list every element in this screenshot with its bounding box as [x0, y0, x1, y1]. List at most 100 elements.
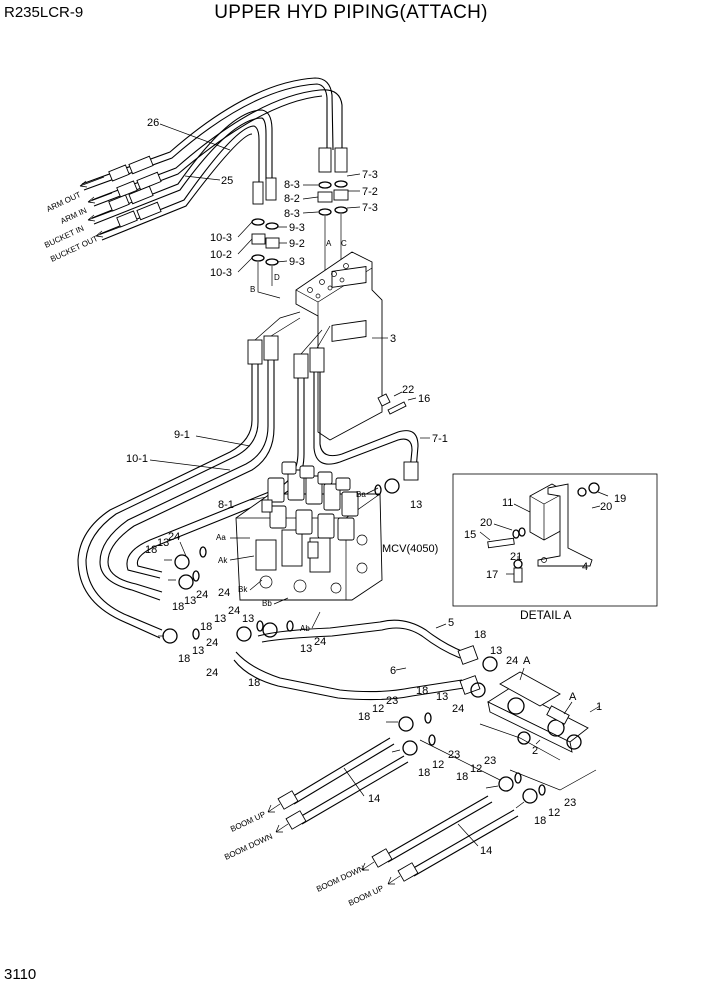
callout-7-3a: 7-3 — [362, 169, 378, 181]
callout-18i: 18 — [474, 629, 486, 641]
port-label-boom-down-left: BOOM DOWN — [223, 832, 274, 862]
callout-13i: 13 — [490, 645, 502, 657]
callout-18h: 18 — [248, 677, 260, 689]
hose-boom-down-right — [371, 795, 493, 868]
hose-9-1 — [99, 356, 275, 601]
model-number: R235LCR-9 — [4, 4, 84, 21]
port-arrows-left — [79, 176, 121, 238]
flanges-boom — [386, 712, 546, 809]
callout-8-1: 8-1 — [218, 499, 234, 511]
valve-port-aa: Aa — [216, 533, 226, 542]
view-mark-a-right: A — [569, 691, 577, 703]
callout-12c: 12 — [470, 763, 482, 775]
callout-24j: 24 — [452, 703, 464, 715]
callout-24a: 24 — [168, 531, 180, 543]
callout-20a: 20 — [600, 501, 612, 513]
hose-boom-down-left — [285, 755, 409, 830]
callout-7-2: 7-2 — [362, 186, 378, 198]
hose-boom-up-left — [277, 737, 395, 810]
callout-26: 26 — [147, 117, 159, 129]
callout-18d: 18 — [200, 621, 212, 633]
callout-14a: 14 — [368, 793, 380, 805]
callout-10-2: 10-2 — [210, 249, 232, 261]
callout-13e: 13 — [242, 613, 254, 625]
callout-13b: 13 — [184, 595, 196, 607]
callout-13g: 13 — [410, 499, 422, 511]
hose-7-1 — [313, 372, 419, 471]
hose-boom-up-right — [397, 809, 519, 882]
callout-13j: 13 — [436, 691, 448, 703]
callout-21: 21 — [510, 551, 522, 563]
callout-9-2: 9-2 — [289, 238, 305, 250]
hose-bucket-in — [91, 109, 273, 225]
valve-port-ba: Ba — [356, 490, 366, 499]
fittings-top-right — [251, 147, 349, 266]
callout-12b: 12 — [432, 759, 444, 771]
page-number: 3110 — [4, 966, 37, 983]
callout-17: 17 — [486, 569, 498, 581]
view-mark-c-top: C — [341, 239, 347, 248]
callout-1: 1 — [596, 701, 602, 713]
callout-12d: 12 — [548, 807, 560, 819]
hose-5 — [257, 619, 465, 659]
callout-24f: 24 — [206, 667, 218, 679]
bolt-16-nut-22 — [377, 391, 417, 415]
callout-18k: 18 — [358, 711, 370, 723]
callout-23d: 23 — [564, 797, 576, 809]
hose-fittings-mid — [247, 311, 419, 481]
callout-13c: 13 — [192, 645, 204, 657]
page-title: UPPER HYD PIPING(ATTACH) — [214, 2, 488, 23]
callout-7-1: 7-1 — [432, 433, 448, 445]
hose-10-1 — [77, 360, 259, 639]
valve-port-bk: Bk — [238, 585, 248, 594]
callout-4: 4 — [582, 561, 588, 573]
callout-22: 22 — [402, 384, 414, 396]
callout-19: 19 — [614, 493, 626, 505]
callout-24i: 24 — [506, 655, 518, 667]
callout-8-3a: 8-3 — [284, 179, 300, 191]
port-label-arm-in: ARM IN — [59, 206, 88, 226]
hose-arm-in — [91, 89, 343, 207]
callout-11: 11 — [502, 497, 513, 509]
mcv-label: MCV(4050) — [382, 543, 438, 555]
callout-18l: 18 — [418, 767, 430, 779]
detail-a-parts — [487, 482, 600, 583]
callout-24b: 24 — [218, 587, 230, 599]
detail-a-caption: DETAIL A — [520, 608, 571, 622]
detail-a-frame — [452, 473, 658, 607]
callout-20b: 20 — [480, 517, 492, 529]
callout-5: 5 — [448, 617, 454, 629]
manifold-1 — [487, 687, 589, 753]
valve-port-ak: Ak — [218, 556, 228, 565]
view-mark-d-top: D — [274, 273, 280, 282]
callout-24d: 24 — [206, 637, 218, 649]
callout-13d: 13 — [214, 613, 226, 625]
port-arrows-bottom — [267, 803, 401, 885]
callout-25: 25 — [221, 175, 233, 187]
callout-16: 16 — [418, 393, 430, 405]
callout-6: 6 — [390, 665, 396, 677]
manifold-2 — [499, 671, 561, 745]
callout-12a: 12 — [372, 703, 384, 715]
callout-10-3a: 10-3 — [210, 232, 232, 244]
bracket-3 — [295, 251, 383, 441]
callout-10-1: 10-1 — [126, 453, 148, 465]
callout-10-3b: 10-3 — [210, 267, 232, 279]
view-mark-a-top: A — [326, 239, 332, 248]
port-label-boom-down-right: BOOM DOWN — [315, 864, 366, 894]
valve-spools — [261, 461, 359, 559]
hose-6 — [233, 651, 465, 701]
hose-bucket-out — [99, 125, 260, 241]
callout-24e: 24 — [228, 605, 240, 617]
callout-3: 3 — [390, 333, 396, 345]
callout-18m: 18 — [456, 771, 468, 783]
callout-23b: 23 — [448, 749, 460, 761]
flanges-valve-left — [158, 478, 400, 644]
callout-9-1: 9-1 — [174, 429, 190, 441]
leader-lines-top — [159, 123, 361, 299]
callout-18n: 18 — [534, 815, 546, 827]
port-label-boom-up-left: BOOM UP — [229, 810, 267, 834]
hose-end-fittings-left — [108, 155, 162, 228]
callout-24c: 24 — [196, 589, 208, 601]
